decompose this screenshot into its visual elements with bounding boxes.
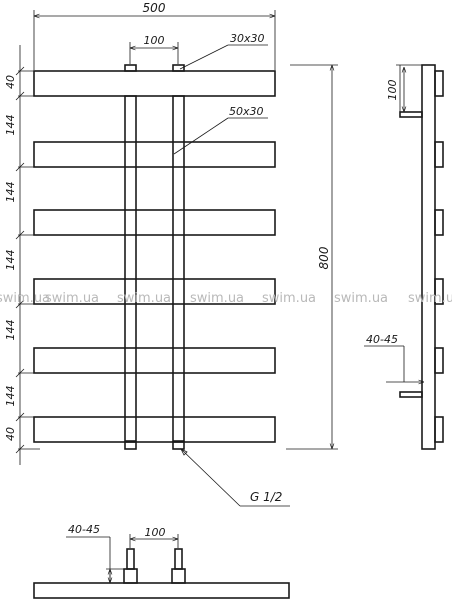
bottom-offset-label: 40-45 bbox=[68, 523, 100, 536]
gap-label-4: 144 bbox=[4, 250, 17, 271]
bracket-label: 100 bbox=[386, 80, 399, 101]
watermark-text-4: swim.ua bbox=[190, 291, 244, 306]
bottom-view-bar bbox=[33, 582, 290, 599]
watermark-text-3: swim.ua bbox=[117, 291, 171, 306]
left-collector-pipe bbox=[124, 95, 137, 442]
width-label: 500 bbox=[143, 1, 166, 15]
gap-label-3: 144 bbox=[4, 182, 17, 203]
bar-2 bbox=[33, 141, 276, 168]
right-collector-pipe bbox=[172, 95, 185, 442]
bottom-wall-bracket bbox=[399, 391, 423, 398]
gap-label-2: 144 bbox=[4, 115, 17, 136]
bar-6 bbox=[33, 416, 276, 443]
watermark-text-6: swim.ua bbox=[334, 291, 388, 306]
bottom-pipe-spacing-label: 100 bbox=[145, 526, 166, 539]
watermark-text-7: swim.ua bbox=[408, 291, 452, 306]
bar-profile-label: 50x30 bbox=[229, 105, 264, 118]
bottom-right-stub bbox=[172, 441, 185, 450]
top-right-stub bbox=[172, 64, 185, 72]
bottom-view: 100 40-45 bbox=[33, 523, 290, 599]
front-view: 500 100 30x30 50x30 800 bbox=[4, 1, 338, 507]
gap-label-1: 40 bbox=[4, 75, 17, 89]
top-wall-bracket bbox=[399, 111, 423, 118]
bar-4 bbox=[33, 278, 276, 305]
pipe-profile-label: 30x30 bbox=[230, 32, 265, 45]
gap-label-7: 40 bbox=[4, 427, 17, 441]
side-offset-label: 40-45 bbox=[366, 333, 398, 346]
watermark-text-1: swim.ua bbox=[0, 291, 50, 306]
height-label: 800 bbox=[317, 246, 331, 269]
gap-label-5: 144 bbox=[4, 320, 17, 341]
bar-3 bbox=[33, 209, 276, 236]
bar-5 bbox=[33, 347, 276, 374]
bottom-left-stub bbox=[124, 441, 137, 450]
watermark-text-2: swim.ua bbox=[45, 291, 99, 306]
top-left-stub bbox=[124, 64, 137, 72]
thread-label: G 1/2 bbox=[250, 490, 282, 504]
bar-1 bbox=[33, 70, 276, 97]
gap-label-6: 144 bbox=[4, 386, 17, 407]
side-view: 100 40-45 bbox=[364, 64, 444, 450]
side-collector-pipe bbox=[421, 64, 436, 450]
watermark: swim.ua swim.ua swim.ua swim.ua swim.ua … bbox=[0, 291, 452, 306]
pipe-spacing-label: 100 bbox=[144, 34, 165, 47]
watermark-text-5: swim.ua bbox=[262, 291, 316, 306]
